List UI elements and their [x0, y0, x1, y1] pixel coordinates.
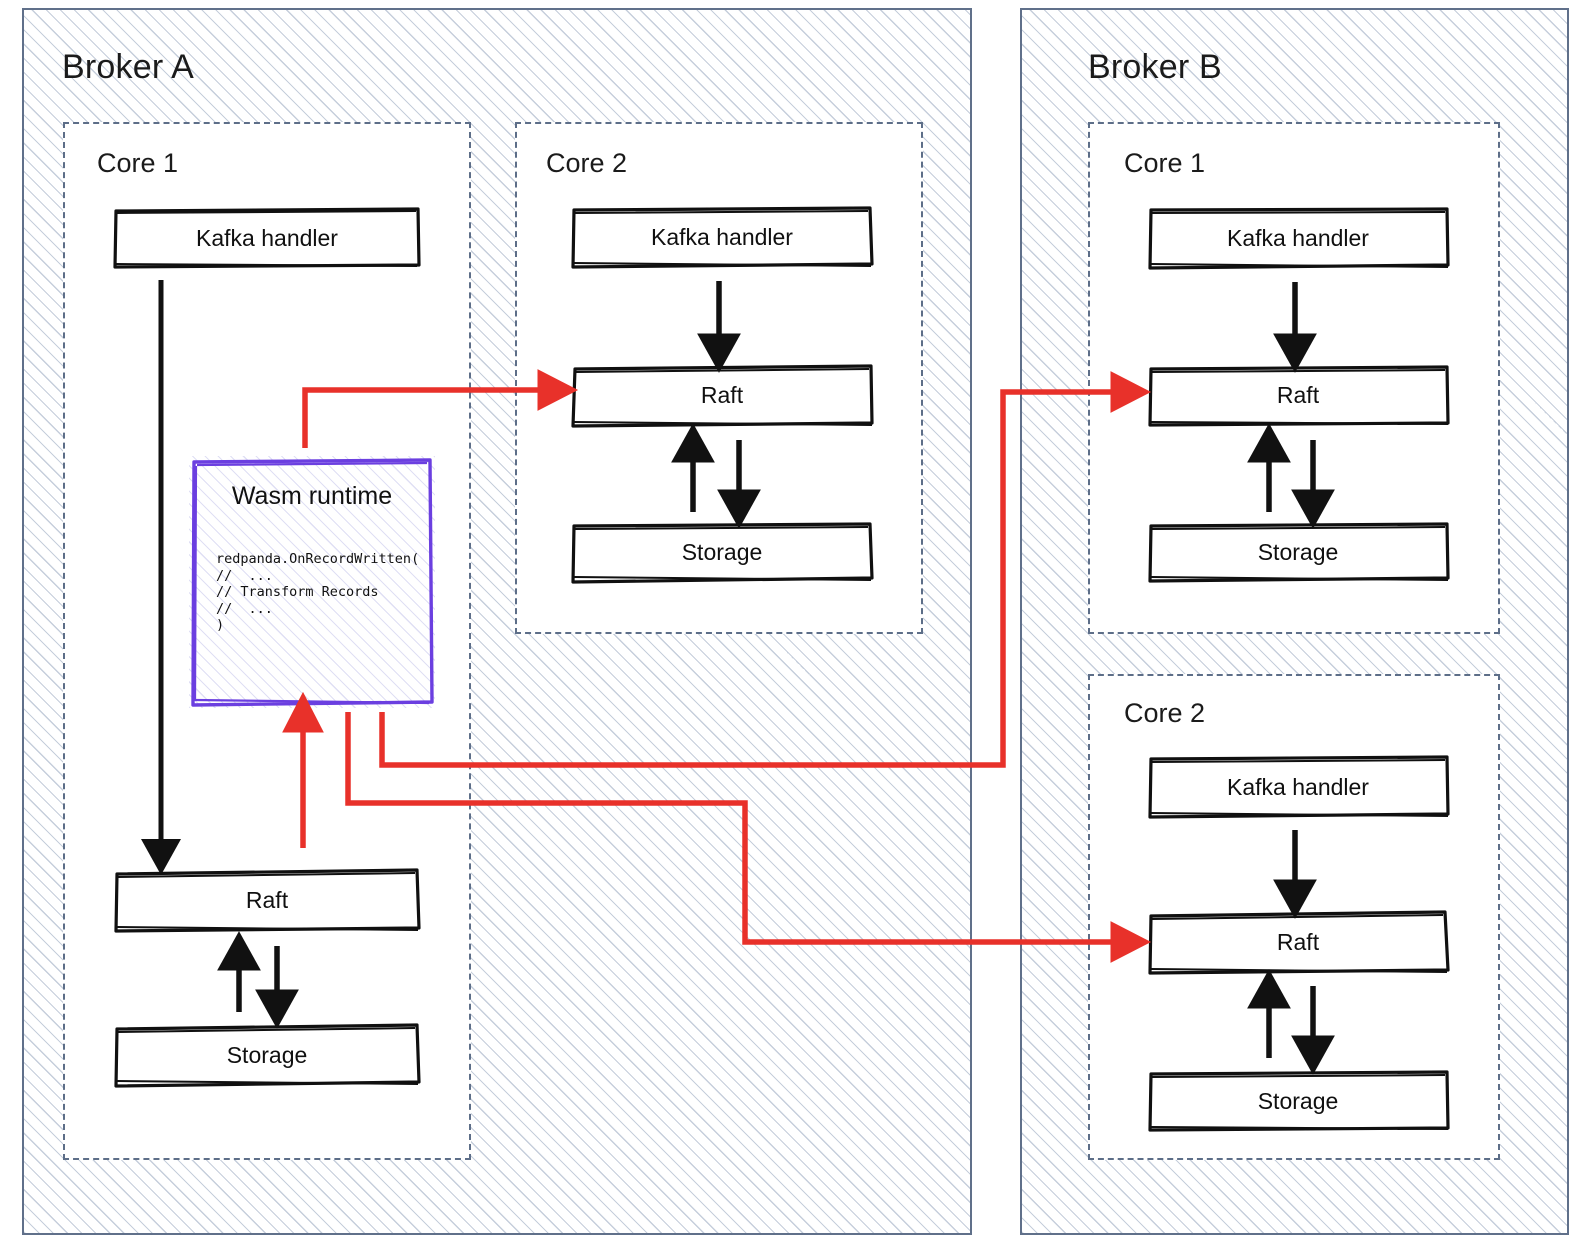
broker-a-title: Broker A [62, 48, 194, 86]
broker-b-core-1-title: Core 1 [1124, 148, 1206, 178]
broker-b-core-1-storage: Storage [1146, 520, 1450, 584]
label: Kafka handler [196, 224, 338, 251]
label: Kafka handler [651, 223, 793, 250]
broker-a-core-1-kafka-handler: Kafka handler [113, 206, 421, 270]
broker-b-core-1-raft: Raft [1146, 362, 1450, 428]
wasm-runtime-title: Wasm runtime [231, 482, 393, 510]
broker-b-core-2-kafka-handler: Kafka handler [1146, 754, 1450, 820]
broker-b-title: Broker B [1088, 48, 1222, 86]
label: Kafka handler [1227, 224, 1369, 251]
broker-a-core-2-title: Core 2 [546, 148, 628, 178]
label: Storage [1257, 538, 1339, 565]
broker-b-core-2-storage: Storage [1146, 1068, 1450, 1134]
broker-b-core-2-raft: Raft [1146, 908, 1450, 976]
label: Raft [245, 886, 289, 913]
broker-b-core-1-kafka-handler: Kafka handler [1146, 205, 1450, 271]
broker-a-core-1-wasm-runtime: Wasm runtime redpanda.OnRecordWritten( /… [189, 456, 435, 708]
broker-a-core-1-raft: Raft [113, 866, 421, 934]
broker-a-core-2-storage: Storage [570, 520, 874, 584]
broker-a-core-1-storage: Storage [113, 1022, 421, 1088]
label: Raft [1276, 381, 1320, 408]
label: Storage [681, 538, 763, 565]
wasm-runtime-code: redpanda.OnRecordWritten( // ... // Tran… [216, 551, 420, 633]
broker-a-core-2-raft: Raft [570, 362, 874, 428]
broker-a-core-2-kafka-handler: Kafka handler [570, 204, 874, 270]
broker-a-core-1-title: Core 1 [97, 148, 179, 178]
label: Storage [226, 1041, 308, 1068]
label: Raft [700, 381, 744, 408]
label: Kafka handler [1227, 773, 1369, 800]
label: Storage [1257, 1087, 1339, 1114]
label: Raft [1276, 928, 1320, 955]
broker-b-core-2-title: Core 2 [1124, 698, 1206, 728]
